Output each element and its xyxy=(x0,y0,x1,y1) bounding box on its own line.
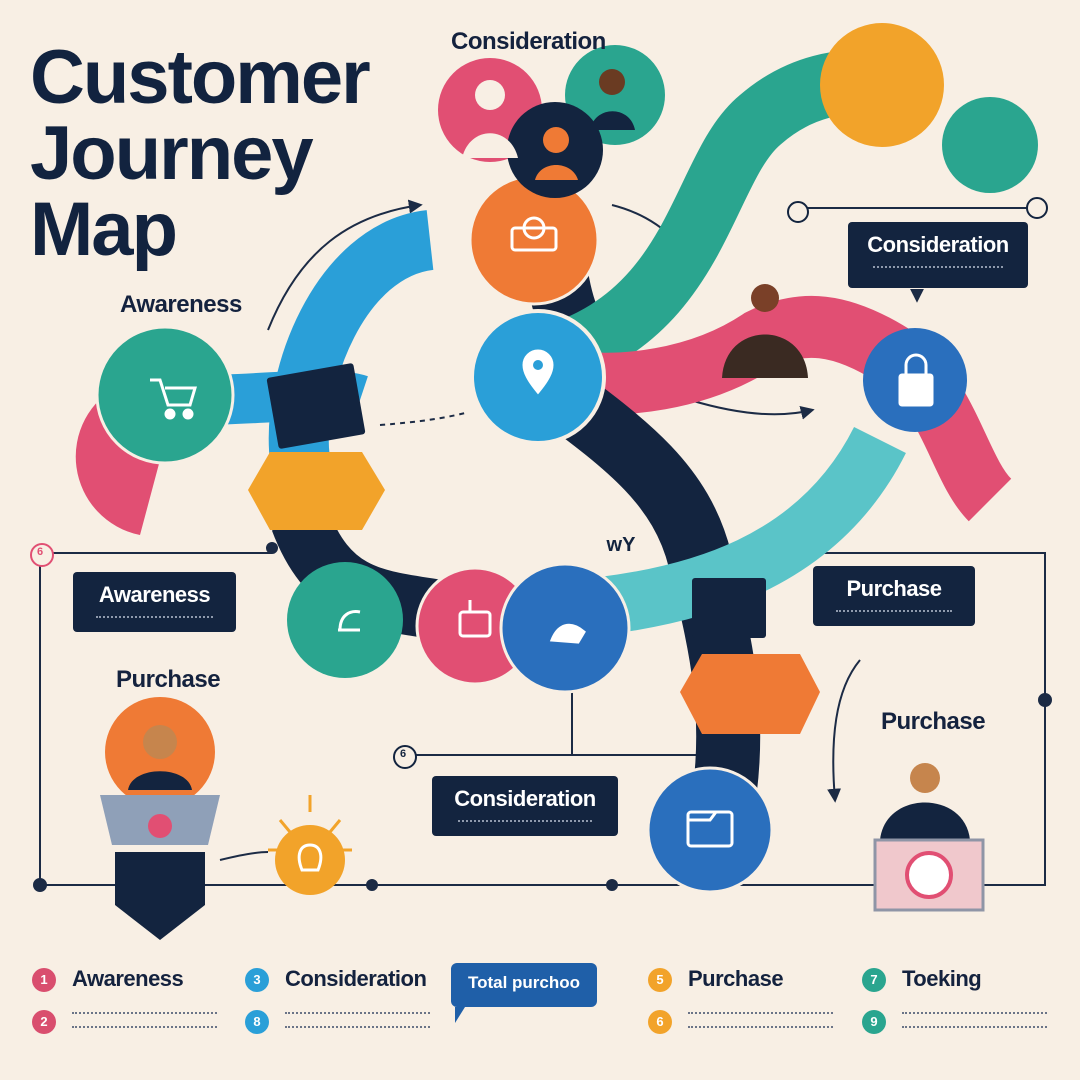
tag-consideration-right: Consideration xyxy=(848,222,1028,288)
tag-awareness-left: Awareness xyxy=(73,572,236,632)
tag-subtext xyxy=(458,820,592,826)
legend-sub-number: 8 xyxy=(245,1010,269,1034)
hand-icon xyxy=(549,623,586,644)
person-avatar-1 xyxy=(462,80,518,158)
legend-number: 5 xyxy=(648,968,672,992)
person-avatar-6 xyxy=(873,763,985,912)
stage-label-purchase-right: Purchase xyxy=(881,708,986,735)
tag-consideration-bottom: Consideration xyxy=(432,776,618,836)
ribbon-cards xyxy=(266,363,766,638)
tag-title: Consideration xyxy=(867,232,1009,257)
title-line-1: Customer xyxy=(30,35,371,120)
step-markers xyxy=(30,197,1048,769)
title-line-2: Journey xyxy=(30,111,314,196)
chat-icon xyxy=(458,600,492,638)
legend-description xyxy=(902,1012,1047,1040)
person-avatar-3 xyxy=(535,127,578,180)
lock-icon xyxy=(898,353,934,407)
tag-title: Consideration xyxy=(454,786,596,811)
shopping-cart-icon xyxy=(150,378,198,420)
legend-label: Purchase xyxy=(688,966,784,991)
tag-purchase-mid: Purchase xyxy=(813,566,975,626)
tag-subtext xyxy=(873,266,1003,272)
lightbulb-icon xyxy=(268,795,352,872)
person-avatar-2 xyxy=(590,69,635,130)
badge-wy: wY xyxy=(596,527,646,563)
title-line-3: Map xyxy=(30,187,178,272)
legend-number: 7 xyxy=(862,968,886,992)
stage-label-consideration-top: Consideration xyxy=(451,28,606,55)
seedling-icon xyxy=(338,610,361,632)
legend-sub-number: 6 xyxy=(648,1010,672,1034)
person-avatar-5 xyxy=(128,725,192,790)
legend-label: Consideration xyxy=(285,966,427,991)
legend-description xyxy=(688,1012,833,1040)
legend-sub-number: 9 xyxy=(862,1010,886,1034)
stage-label-purchase-left: Purchase xyxy=(116,666,221,693)
page-title: Customer Journey Map xyxy=(30,35,371,272)
marker-num-left: 6 xyxy=(37,546,44,558)
avatars xyxy=(100,69,985,940)
tag-title: Purchase xyxy=(846,576,942,601)
location-pin-icon xyxy=(522,349,554,395)
legend-label: Awareness xyxy=(72,966,184,991)
tag-subtext xyxy=(835,610,953,616)
legend-description xyxy=(72,1012,217,1040)
icons xyxy=(150,216,934,872)
legend-number: 1 xyxy=(32,968,56,992)
stage-label-awareness: Awareness xyxy=(120,291,242,318)
total-purchase-box: Total purchoo xyxy=(451,963,597,1023)
folder-icon xyxy=(686,810,734,848)
tag-subtext xyxy=(95,616,214,622)
legend-sub-number: 2 xyxy=(32,1010,56,1034)
legend-label: Toeking xyxy=(902,966,982,991)
hexagon-callouts xyxy=(248,452,820,734)
legend-number: 3 xyxy=(245,968,269,992)
camera-icon xyxy=(510,216,558,252)
legend-description xyxy=(285,1012,430,1040)
person-avatar-4 xyxy=(722,284,808,378)
shield-badge xyxy=(100,795,220,940)
tag-title: Awareness xyxy=(98,582,211,607)
stage-circles xyxy=(75,23,1038,895)
marker-num-bottom: 6 xyxy=(400,748,407,760)
